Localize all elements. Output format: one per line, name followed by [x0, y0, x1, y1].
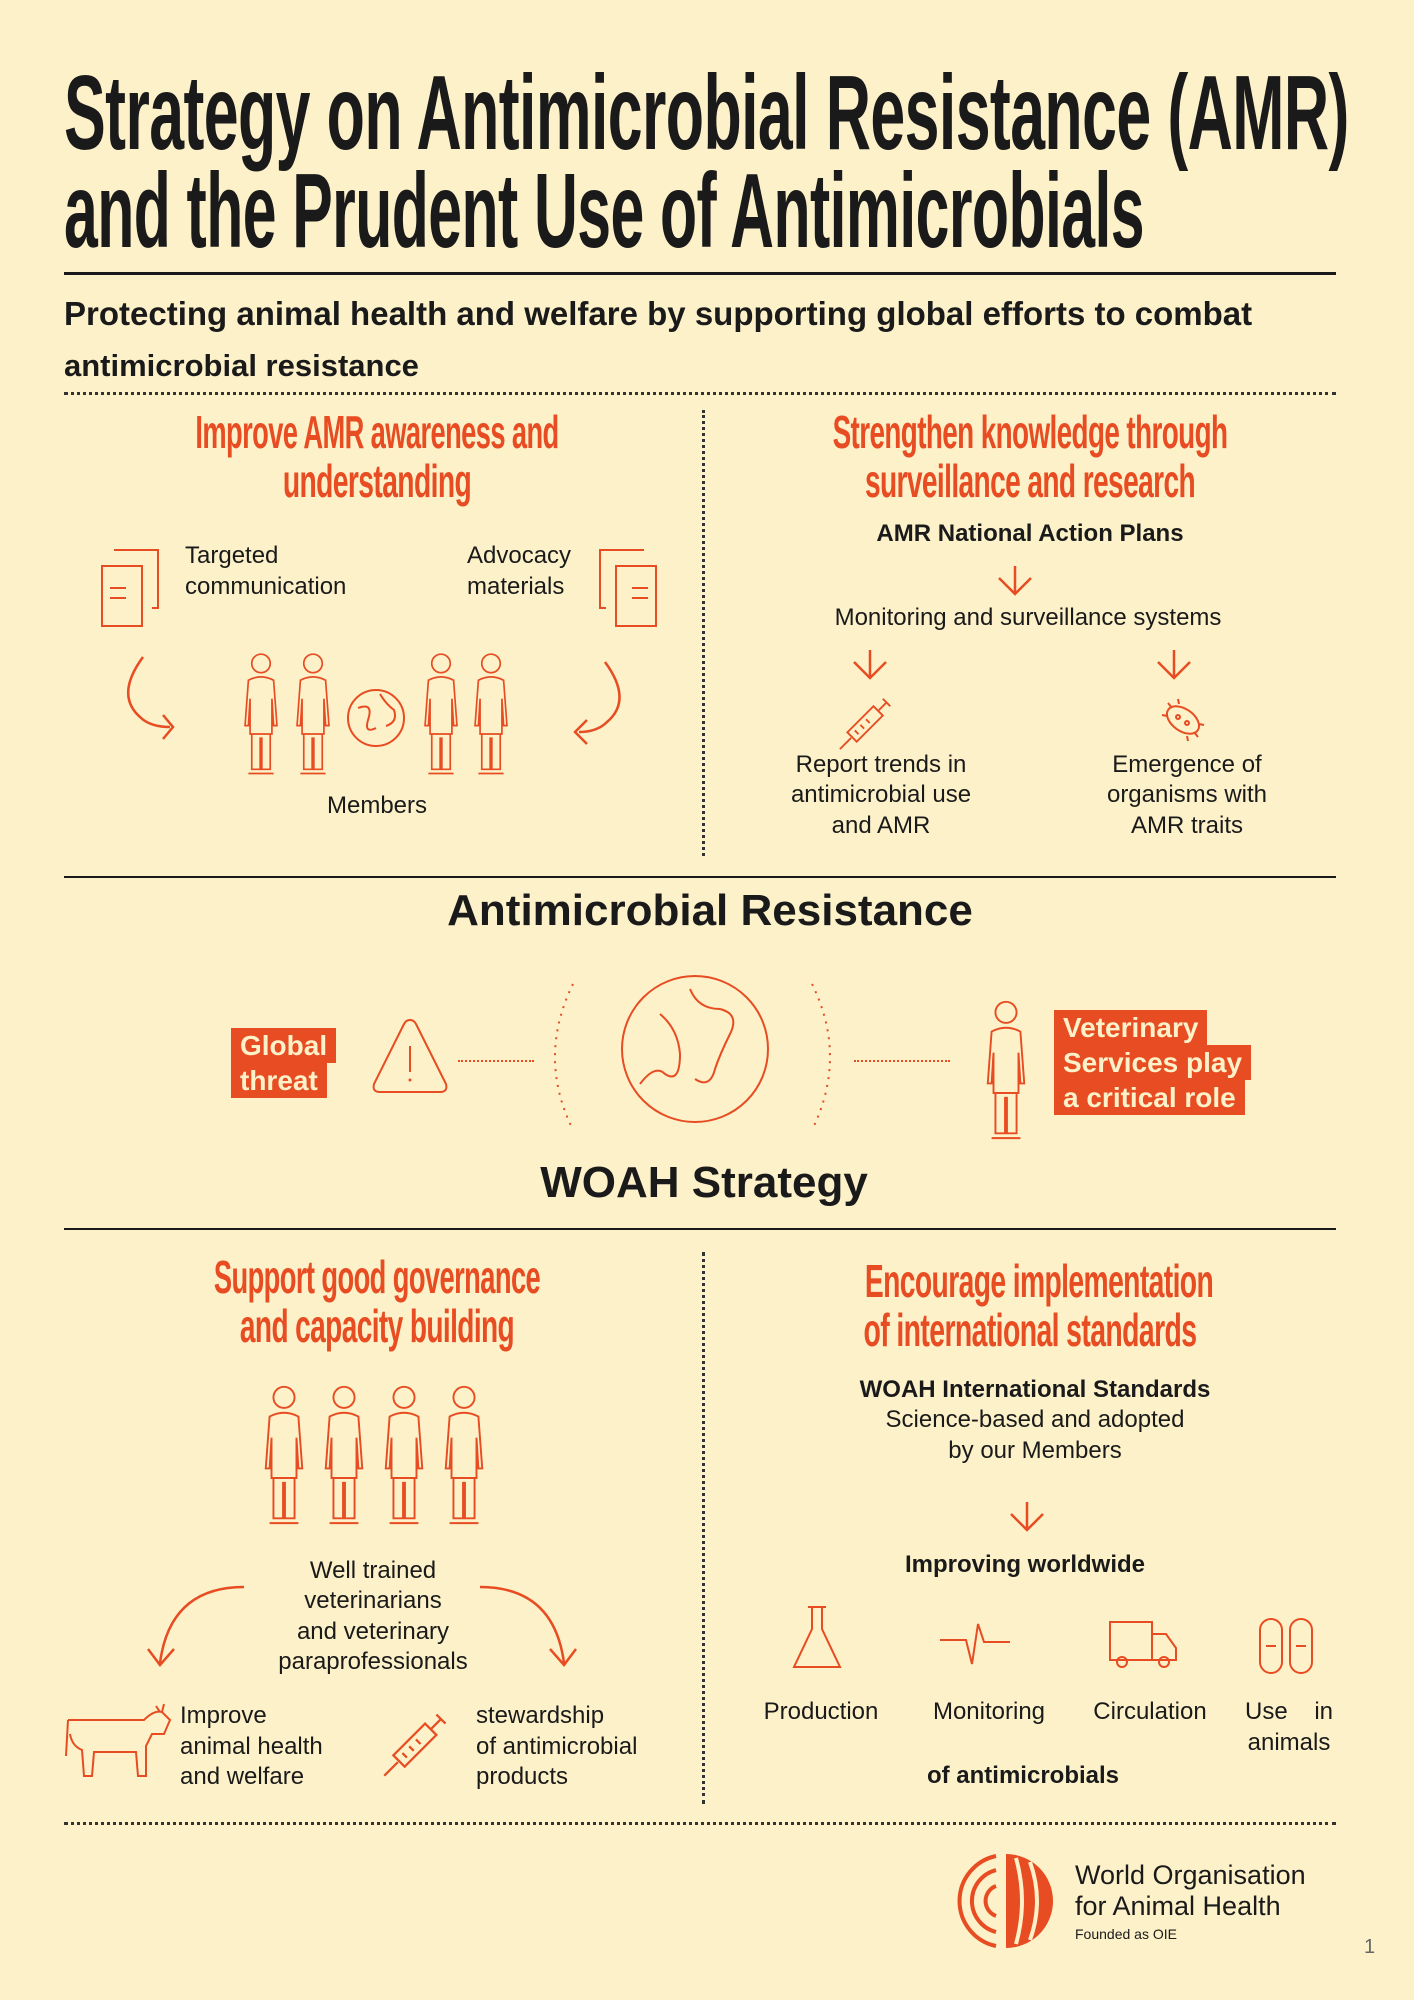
production-label: Production	[763, 1698, 879, 1725]
advocacy-line2: materials	[467, 573, 565, 600]
improving-worldwide-label: Improving worldwide	[904, 1551, 1146, 1578]
awareness-heading-2: understanding	[282, 455, 472, 507]
section-divider-lower	[64, 1228, 1336, 1230]
column-divider-bottom	[702, 1252, 705, 1804]
emergence-line1: Emergence of	[1112, 751, 1262, 778]
subtitle-line2: antimicrobial resistance	[64, 348, 419, 383]
veterinarian-icon	[982, 994, 1030, 1144]
section-divider-middle	[64, 876, 1336, 878]
arrow-down-icon	[1007, 1502, 1047, 1532]
section-divider-bottom	[64, 1822, 1336, 1825]
person-icon	[240, 650, 282, 776]
emergence-line3: AMR traits	[1130, 812, 1244, 839]
person-icon	[420, 650, 462, 776]
improve-line3: and welfare	[180, 1763, 305, 1790]
governance-heading-1: Support good governance	[213, 1251, 541, 1303]
person-icon	[320, 1380, 368, 1528]
science-line1: Science-based and adopted	[885, 1406, 1185, 1433]
curved-arrow-right-icon	[479, 1585, 577, 1667]
page-number: 1	[1364, 1936, 1376, 1958]
curved-arrow-icon	[126, 656, 175, 740]
knowledge-heading-2: surveillance and research	[864, 455, 1196, 507]
circulation-label: Circulation	[1093, 1698, 1207, 1725]
curved-arrow-left-icon	[147, 1585, 245, 1667]
use-line1: Use in	[1244, 1698, 1334, 1725]
warning-icon	[372, 1018, 448, 1093]
column-divider-top	[702, 410, 705, 856]
bacteria-icon	[1161, 698, 1205, 742]
targeted-line1: Targeted	[185, 542, 279, 569]
standards-heading-2: of international standards	[863, 1304, 1198, 1356]
truck-icon	[1109, 1621, 1177, 1668]
person-icon	[380, 1380, 428, 1528]
arrow-down-icon	[995, 566, 1035, 596]
woah-strategy-title: WOAH Strategy	[540, 1158, 868, 1207]
pills-icon	[1259, 1618, 1313, 1674]
founded-label: Founded as OIE	[1075, 1926, 1177, 1942]
targeted-line2: communication	[185, 573, 347, 600]
curved-arrow-icon	[573, 661, 621, 745]
syringe-icon	[838, 695, 894, 751]
report-line1: Report trends in	[795, 751, 967, 778]
advocacy-line1: Advocacy	[467, 542, 572, 569]
woah-standards-label: WOAH International Standards	[859, 1376, 1211, 1403]
global-threat-tag-2: threat	[231, 1063, 327, 1098]
connector-dots	[854, 1060, 950, 1062]
veterinary-tag-2: Services play	[1054, 1045, 1252, 1080]
science-line2: by our Members	[948, 1437, 1122, 1464]
bracket-left	[554, 983, 574, 1131]
trained-line4: paraprofessionals	[278, 1648, 468, 1675]
org-name-line2: for Animal Health	[1075, 1891, 1281, 1921]
cow-icon	[65, 1703, 172, 1777]
bracket-right	[811, 983, 831, 1131]
document-icon	[100, 548, 160, 628]
globe-icon	[347, 689, 405, 747]
person-icon	[260, 1380, 308, 1528]
awareness-heading-1: Improve AMR awareness and	[195, 406, 559, 458]
stewardship-line3: products	[476, 1763, 569, 1790]
person-icon	[292, 650, 334, 776]
flask-icon	[792, 1606, 842, 1668]
members-label: Members	[326, 792, 428, 819]
stewardship-line2: of antimicrobial	[476, 1733, 638, 1760]
person-icon	[470, 650, 512, 776]
arrow-down-icon	[1154, 650, 1194, 680]
trained-line1: Well trained	[309, 1557, 437, 1584]
stewardship-line1: stewardship	[476, 1702, 605, 1729]
report-line2: antimicrobial use	[790, 781, 972, 808]
monitoring-systems-label: Monitoring and surveillance systems	[834, 604, 1222, 631]
use-line2: animals	[1247, 1729, 1331, 1756]
global-threat-tag-1: Global	[231, 1028, 337, 1063]
trained-line3: and veterinary	[296, 1618, 450, 1645]
page-title-line1: Strategy on Antimicrobial Resistance (AM…	[64, 54, 1349, 172]
connector-dots	[458, 1060, 534, 1062]
microbe-globe-icon	[621, 975, 769, 1123]
arrow-down-icon	[850, 650, 890, 680]
of-antimicrobials-label: of antimicrobials	[926, 1762, 1120, 1789]
woah-logo-icon	[957, 1854, 1053, 1948]
title-divider	[64, 272, 1336, 275]
standards-heading-1: Encourage implementation	[864, 1255, 1214, 1307]
governance-heading-2: and capacity building	[239, 1300, 515, 1352]
document-icon	[598, 548, 658, 628]
syringe-icon	[382, 1710, 450, 1778]
trained-line2: veterinarians	[304, 1587, 442, 1614]
section-divider-top	[64, 392, 1336, 395]
emergence-line2: organisms with	[1106, 781, 1268, 808]
org-name-line1: World Organisation	[1075, 1860, 1306, 1890]
page-title-line2: and the Prudent Use of Antimicrobials	[64, 152, 1145, 270]
knowledge-heading-1: Strengthen knowledge through	[832, 406, 1228, 458]
veterinary-tag-1: Veterinary	[1054, 1010, 1208, 1045]
person-icon	[440, 1380, 488, 1528]
action-plans-label: AMR National Action Plans	[876, 520, 1184, 547]
improve-line1: Improve	[180, 1702, 267, 1729]
improve-line2: animal health	[180, 1733, 323, 1760]
report-line3: and AMR	[831, 812, 931, 839]
amr-title: Antimicrobial Resistance	[447, 886, 973, 935]
monitoring-wave-icon	[940, 1623, 1010, 1665]
veterinary-tag-3: a critical role	[1054, 1080, 1245, 1115]
subtitle-line1: Protecting animal health and welfare by …	[64, 295, 1253, 332]
monitoring-label: Monitoring	[932, 1698, 1046, 1725]
